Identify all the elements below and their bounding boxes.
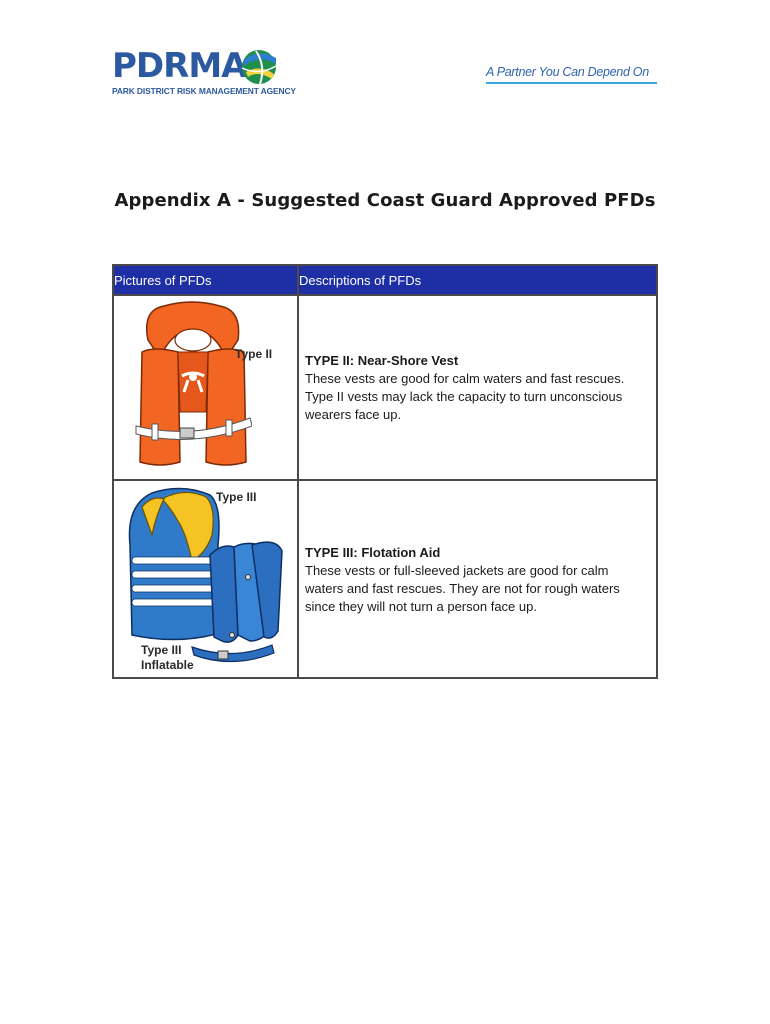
pdrma-logo: PDRMA PARK DISTRICT RISK MANAGEMENT AGEN… — [112, 46, 296, 100]
label-type-ii: Type II — [235, 347, 273, 361]
description-cell: TYPE III: Flotation Aid These vests or f… — [297, 479, 658, 679]
table-row: Type II TYPE II: Near-Shore Vest These v… — [112, 294, 658, 481]
logo-subtitle: PARK DISTRICT RISK MANAGEMENT AGENCY — [112, 86, 296, 96]
description-title: TYPE III: Flotation Aid — [305, 545, 441, 560]
header-pictures: Pictures of PFDs — [112, 264, 299, 296]
tagline: A Partner You Can Depend On — [486, 65, 649, 79]
picture-cell: Type III Type III Inflatable — [112, 479, 299, 679]
description-cell: TYPE II: Near-Shore Vest These vests are… — [297, 294, 658, 481]
label-type-iii: Type III — [216, 490, 257, 504]
type-ii-vest-illustration — [135, 301, 252, 466]
label-type-iii-inflatable: Type III Inflatable — [141, 643, 194, 672]
logo-wordmark: PDRMA — [112, 46, 247, 86]
pfd-table: Pictures of PFDs Descriptions of PFDs — [112, 264, 658, 679]
tagline-underline — [486, 82, 657, 84]
type-iii-vest-illustration — [128, 487, 283, 663]
globe-icon — [241, 50, 277, 85]
description-text: These vests are good for calm waters and… — [305, 371, 625, 422]
header-descriptions: Descriptions of PFDs — [297, 264, 658, 296]
description-title: TYPE II: Near-Shore Vest — [305, 353, 459, 368]
description-text: These vests or full-sleeved jackets are … — [305, 563, 620, 614]
table-row: Type III Type III Inflatable TYPE III: F… — [112, 479, 658, 679]
page-title: Appendix A - Suggested Coast Guard Appro… — [114, 190, 656, 211]
picture-cell: Type II — [112, 294, 299, 481]
table-header-row: Pictures of PFDs Descriptions of PFDs — [112, 264, 658, 296]
